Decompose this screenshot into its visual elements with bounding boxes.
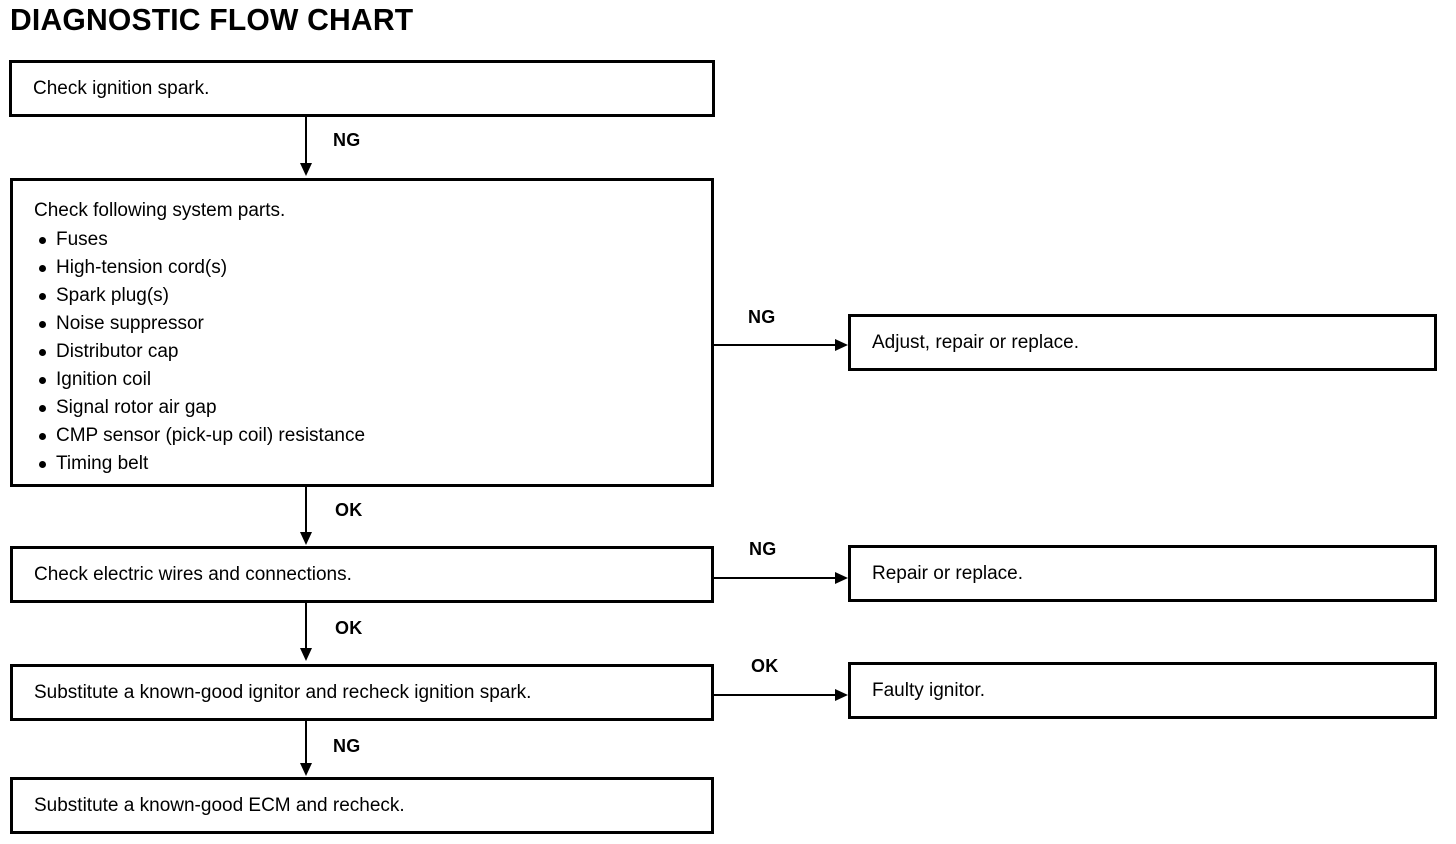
node-check-system-parts: Check following system parts. Fuses High… [10,178,714,487]
list-item: Ignition coil [34,366,365,394]
list-item-label: CMP sensor (pick-up coil) resistance [56,425,366,446]
edge-label-parts-to-wires: OK [335,500,363,520]
list-item-label: Distributor cap [56,341,179,362]
edge-label-ignitor-to-faulty: OK [751,656,779,676]
arrowhead-wires-to-ignitor [300,648,312,661]
node-repair-or-replace: Repair or replace. [848,545,1437,602]
list-item: CMP sensor (pick-up coil) resistance [34,422,365,450]
node-substitute-ecm: Substitute a known-good ECM and recheck. [10,777,714,834]
connector-parts-to-adjust [714,344,838,346]
connector-wires-to-ignitor [305,603,307,649]
edge-label-wires-to-repair: NG [749,539,777,559]
connector-ignitor-to-faulty [714,694,838,696]
edge-label-wires-to-ignitor: OK [335,618,363,638]
node-faulty-ignitor: Faulty ignitor. [848,662,1437,719]
list-item: Spark plug(s) [34,282,365,310]
list-item: Noise suppressor [34,310,365,338]
page-title: DIAGNOSTIC FLOW CHART [10,2,414,37]
list-item: Distributor cap [34,338,365,366]
node-adjust-repair-replace-label: Adjust, repair or replace. [872,331,1079,353]
node-repair-or-replace-label: Repair or replace. [872,562,1024,584]
list-item-label: Fuses [56,229,108,250]
arrowhead-spark-to-parts [300,163,312,176]
list-item-label: Signal rotor air gap [56,397,217,418]
list-item-label: Spark plug(s) [56,285,169,306]
connector-wires-to-repair [714,577,838,579]
node-substitute-ignitor: Substitute a known-good ignitor and rech… [10,664,714,721]
node-substitute-ecm-label: Substitute a known-good ECM and recheck. [34,794,405,816]
arrowhead-wires-to-repair [835,572,848,584]
list-item-label: Timing belt [56,453,149,474]
edge-label-ignitor-to-ecm: NG [333,736,361,756]
edge-label-spark-to-parts: NG [333,130,361,150]
edge-label-parts-to-adjust: NG [748,307,776,327]
arrowhead-ignitor-to-ecm [300,763,312,776]
list-item-label: High-tension cord(s) [56,257,228,278]
node-adjust-repair-replace: Adjust, repair or replace. [848,314,1437,371]
system-parts-list: Fuses High-tension cord(s) Spark plug(s)… [34,226,365,478]
node-check-electric-wires-label: Check electric wires and connections. [34,563,352,585]
list-item: Fuses [34,226,365,254]
arrowhead-parts-to-wires [300,532,312,545]
node-check-system-parts-heading: Check following system parts. [34,200,286,221]
node-substitute-ignitor-label: Substitute a known-good ignitor and rech… [34,681,532,703]
arrowhead-ignitor-to-faulty [835,689,848,701]
list-item: Timing belt [34,450,365,478]
node-check-system-parts-body: Check following system parts. Fuses High… [13,181,365,478]
list-item: High-tension cord(s) [34,254,365,282]
node-check-ignition-spark-label: Check ignition spark. [33,77,210,99]
connector-parts-to-wires [305,487,307,533]
list-item-label: Noise suppressor [56,313,204,334]
connector-spark-to-parts [305,117,307,165]
node-check-ignition-spark: Check ignition spark. [9,60,715,117]
node-check-electric-wires: Check electric wires and connections. [10,546,714,603]
connector-ignitor-to-ecm [305,721,307,765]
list-item-label: Ignition coil [56,369,152,390]
list-item: Signal rotor air gap [34,394,365,422]
node-faulty-ignitor-label: Faulty ignitor. [872,679,985,701]
arrowhead-parts-to-adjust [835,339,848,351]
